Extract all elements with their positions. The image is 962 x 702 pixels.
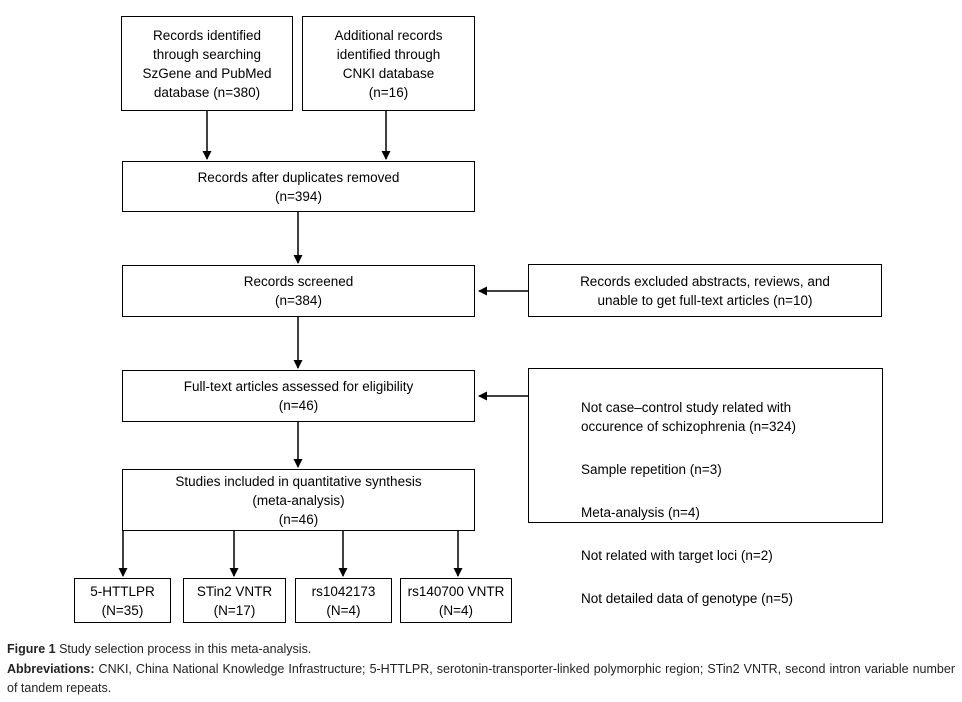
exclusion-reason: Not detailed data of genotype (n=5) — [581, 591, 794, 606]
box-subgroup-rs140700-vntr: rs140700 VNTR (N=4) — [400, 578, 512, 623]
exclusion-reason: Sample repetition (n=3) — [581, 462, 722, 477]
exclusion-reason: Meta-analysis (n=4) — [581, 505, 700, 520]
figure-number-label: Figure 1 — [7, 642, 56, 656]
abbreviations-text: CNKI, China National Knowledge Infrastru… — [7, 661, 955, 696]
box-subgroup-stin2-vntr: STin2 VNTR (N=17) — [183, 578, 286, 623]
box-records-identified-szgene-pubmed: Records identified through searching SzG… — [121, 16, 293, 111]
box-subgroup-5httlpr: 5-HTTLPR (N=35) — [74, 578, 171, 623]
box-fulltext-assessed: Full-text articles assessed for eligibil… — [122, 370, 475, 422]
box-studies-included: Studies included in quantitative synthes… — [122, 469, 475, 531]
abbreviations-line: Abbreviations: CNKI, China National Know… — [7, 660, 955, 699]
box-records-after-duplicates-removed: Records after duplicates removed (n=394) — [122, 161, 475, 212]
box-subgroup-rs1042173: rs1042173 (N=4) — [295, 578, 392, 623]
box-additional-records-cnki: Additional records identified through CN… — [302, 16, 475, 111]
box-records-screened: Records screened (n=384) — [122, 265, 475, 317]
abbreviations-label: Abbreviations: — [7, 661, 95, 676]
exclusion-reason: Not case–control study related with occu… — [581, 400, 797, 434]
exclusion-reason: Not related with target loci (n=2) — [581, 548, 773, 563]
box-fulltext-exclusion-reasons: Not case–control study related with occu… — [528, 368, 883, 606]
box-records-excluded: Records excluded abstracts, reviews, and… — [528, 264, 882, 317]
figure-title-line: Figure 1 Study selection process in this… — [7, 640, 955, 660]
figure-title-text: Study selection process in this meta-ana… — [55, 642, 312, 656]
figure-caption: Figure 1 Study selection process in this… — [7, 640, 955, 699]
